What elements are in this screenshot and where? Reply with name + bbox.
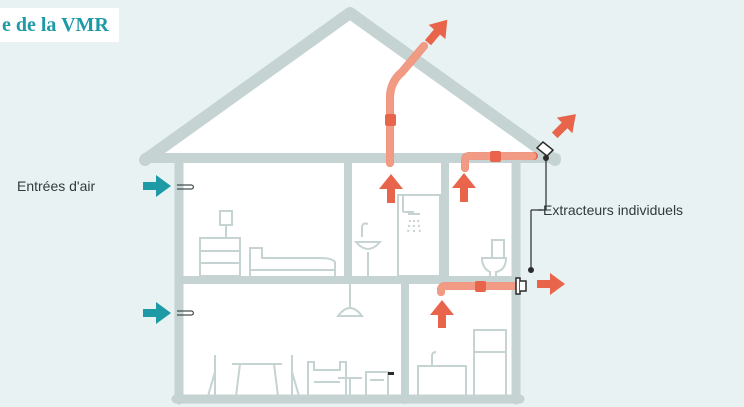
airflow-arrows (379, 19, 576, 328)
dresser-icon (199, 237, 241, 277)
armchair-icon (307, 361, 347, 396)
house-walls (139, 7, 561, 405)
orange-arrow-kitchen-outlet (537, 273, 565, 295)
orange-arrow-up-kitchen (430, 300, 454, 328)
orange-arrow-attic-outlet (551, 114, 576, 139)
toilet-icon (480, 239, 508, 279)
extractor-callout (530, 158, 547, 270)
duct-connector (385, 114, 396, 126)
teal-arrow-right (143, 175, 171, 324)
diagram-title: e de la VMR (0, 8, 119, 42)
air-inlets-label: Entrées d'air (17, 178, 96, 194)
orange-arrow-up-bathroom (379, 174, 403, 203)
fridge-icon (473, 329, 507, 397)
teal-arrow-inlet-upper (143, 175, 171, 197)
extractor-t-icon (515, 140, 555, 295)
individual-extractors-label: Extracteurs individuels (543, 202, 684, 218)
orange-arrow-roof-outlet (424, 19, 448, 46)
furniture (199, 194, 508, 397)
window-vents (177, 184, 195, 316)
teal-arrow-inlet-lower (143, 302, 171, 324)
sink-icon (353, 241, 383, 250)
roof (139, 7, 561, 166)
bed-icon (249, 247, 336, 276)
ducts (385, 42, 538, 296)
kitchen-counter-icon (417, 365, 467, 397)
ceiling-lamp-icon (335, 307, 365, 317)
shower-icon (397, 194, 441, 277)
orange-arrow-up-toilet (452, 173, 476, 202)
